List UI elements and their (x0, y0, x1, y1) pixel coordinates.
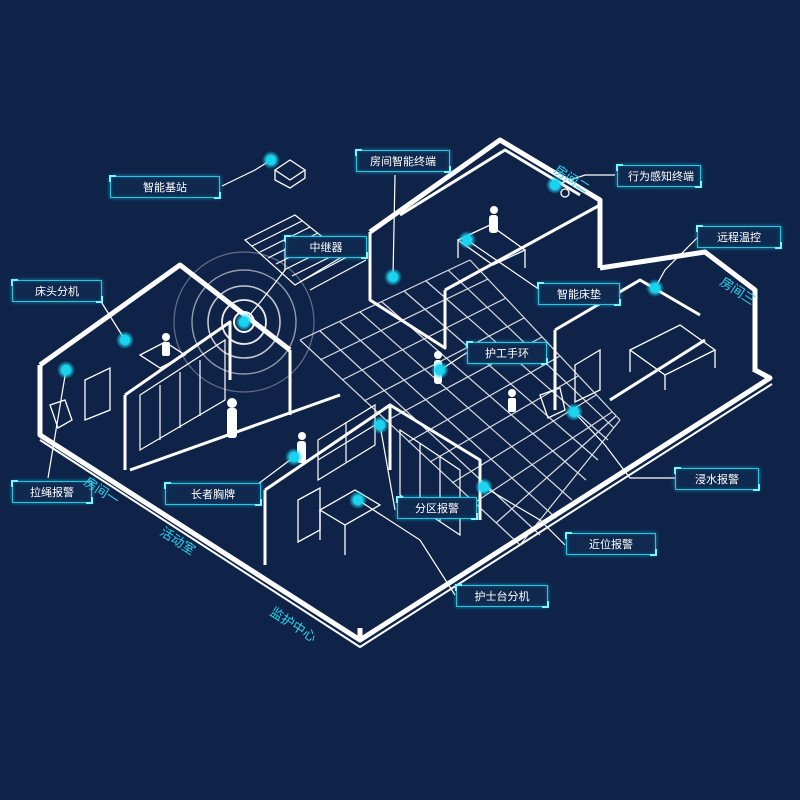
furniture (49, 159, 717, 555)
label-smart-mattress: 智能床垫 (537, 282, 621, 306)
label-bedside-extension: 床头分机 (11, 279, 103, 303)
outer-walls (37, 137, 773, 643)
label-nurse-station-extension: 护士台分机 (455, 584, 549, 608)
label-pull-cord-alarm: 拉绳报警 (11, 480, 93, 504)
connector-lines (47, 159, 701, 596)
label-base-station: 智能基站 (109, 175, 221, 199)
windows (139, 338, 461, 537)
label-zone-alarm: 分区报警 (396, 496, 478, 520)
label-water-alarm: 浸水报警 (674, 467, 760, 491)
repeater-signal (173, 251, 315, 393)
label-worker-bracelet: 护工手环 (466, 341, 548, 365)
label-elder-badge: 长者胸牌 (164, 482, 262, 506)
label-behavior-terminal: 行为感知终端 (616, 164, 702, 188)
slab-edge (39, 383, 773, 649)
label-room-terminal: 房间智能终端 (355, 149, 451, 173)
sensor-nodes (57, 151, 664, 509)
label-proximity-alarm: 近位报警 (565, 532, 657, 556)
label-repeater: 中继器 (284, 235, 368, 259)
label-remote-temp: 远程温控 (696, 225, 782, 249)
